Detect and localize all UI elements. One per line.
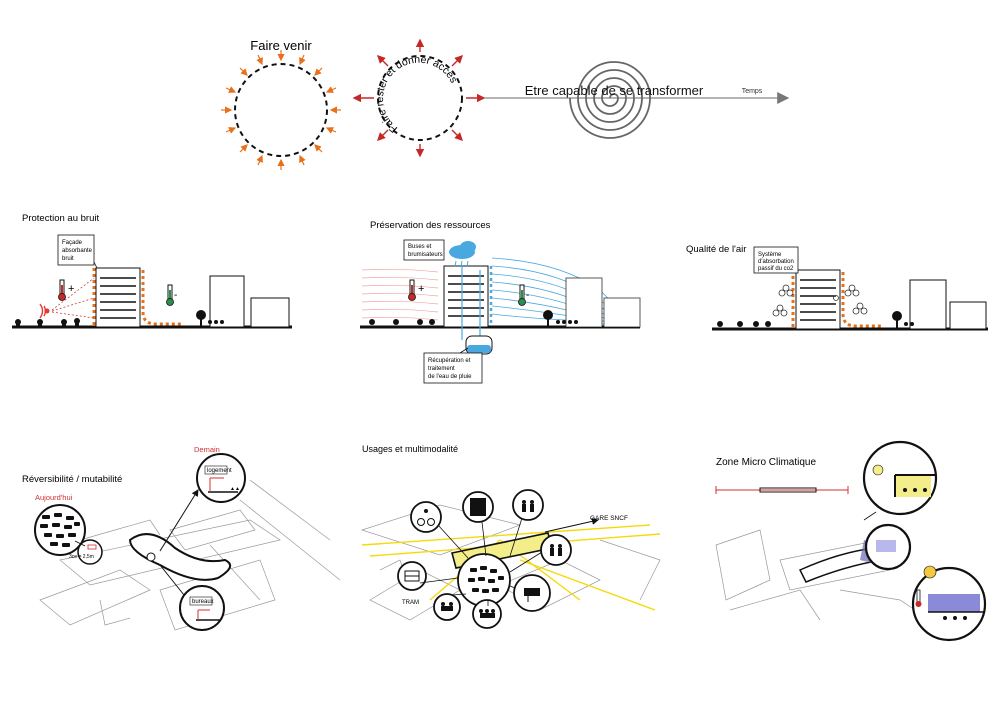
noise-rays [51,277,95,319]
faire-venir-label: Faire venir [250,38,312,53]
sun-icon [923,565,937,579]
transform-diagram: Etre capable de se transformer Temps [484,61,790,139]
bureaux-circle [179,585,225,631]
air-title: Qualité de l'air [686,244,746,255]
bruit-callout [57,234,95,266]
bruit-callout-text: Façade absorbante bruit [62,240,94,262]
svg-text:-: - [174,290,177,301]
connector-lines [419,517,543,606]
svg-text:-: - [526,290,529,301]
city-sketch-1 [39,479,341,631]
outward-arrows [352,38,486,158]
hot-air-lines [361,268,439,321]
svg-text:Système d'absorbation: Système d'absorbation passif du co2 [758,252,796,272]
rainwater-callout [423,352,483,384]
svg-text:Buses et brumisateurs: Buses et brumisateurs [408,244,443,258]
aujourdhui-circle [34,504,86,556]
attract-circle [234,63,328,157]
building-blob [128,533,232,581]
svg-text:Demain: Demain [194,445,220,454]
building-main-2 [443,265,489,328]
faire-rester-label: Faire rester et donner accès [374,54,460,135]
thermometer-cool-icon-2: - [518,284,529,306]
svg-text:Récupération et traiteme: Récupération et traitement de l'eau de p… [428,358,472,380]
rain-pipe [461,266,481,340]
tree-icon [196,310,224,327]
usages-title: Usages et multimodalité [362,444,458,454]
panel-usages: Usages et multimodalité GARE SNCF [360,444,661,629]
transform-label: Etre capable de se transformer [525,83,704,98]
people-icons [15,318,80,327]
svg-text:+: + [418,283,424,295]
misting-callout [403,239,445,261]
svg-text:Aujourd'hui: Aujourd'hui [35,493,73,502]
svg-text:bureaux: bureaux [192,599,214,605]
svg-text:▲▲: ▲▲ [230,486,240,492]
ressources-title: Préservation des ressources [370,220,491,231]
tank-icon [465,335,493,355]
building-right-4 [603,297,641,328]
svg-text:GARE SNCF: GARE SNCF [590,515,628,522]
building-right-1 [209,275,245,328]
svg-text:logement: logement [207,468,232,474]
bruit-title: Protection au bruit [22,213,99,224]
faire-venir-diagram: Faire venir [221,38,341,170]
zmc-title: Zone Micro Climatique [716,457,816,468]
stay-circle [377,55,463,141]
cloud-icon [449,241,476,268]
temps-label: Temps [742,88,763,95]
svg-text:3ce = 2,5m: 3ce = 2,5m [69,554,94,560]
usage-icons [404,498,562,618]
panel-ressources: Préservation des ressources [360,220,641,384]
panel-bruit: Protection au bruit + - [12,213,292,329]
thermometer-hot-icon-2: + [408,279,424,301]
building-right-2 [250,297,290,328]
thermometer-icon-zmc [915,589,922,607]
faire-rester-diagram: Faire rester et donner accès [352,38,486,158]
svg-text:+: + [68,283,74,295]
spiral-icon [569,61,651,139]
svg-text:TRAM: TRAM [402,600,419,606]
thermometer-cool-icon: - [166,284,177,306]
floor-lines [100,277,136,319]
air-callout [753,246,799,274]
absorbing-ground [141,270,182,326]
panel-reversibilite: Réversibilité / mutabilité Demain logeme… [22,445,341,631]
panel-air: Qualité de l'air Système d'absorbation [686,244,988,331]
section-circle [77,539,103,565]
inward-arrows [221,50,341,170]
building-right-3 [565,277,603,328]
panel-zmc: Zone Micro Climatique [715,440,987,642]
co2-molecule-icons [772,284,868,317]
reversibilite-title: Réversibilité / mutabilité [22,474,122,485]
cars-icon [40,513,80,547]
thermometer-hot-icon: + [58,279,74,301]
